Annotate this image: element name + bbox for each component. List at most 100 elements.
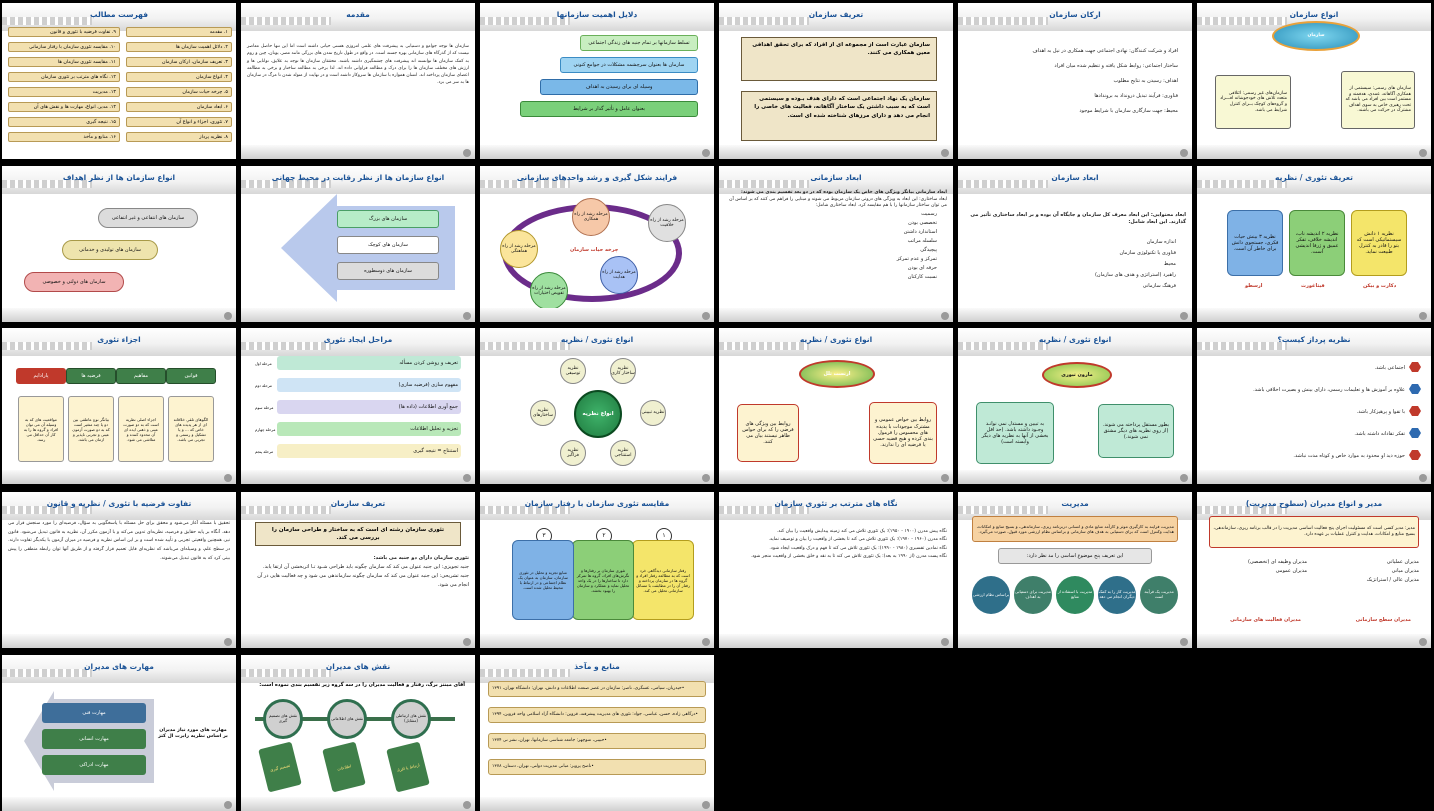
definition-scroll: سازمان عبارت است از مجموعه ای از افراد ک… xyxy=(741,37,937,81)
slide-thumbnail[interactable]: مدیر و انواع مدیران (سطوح مدیریت) مدیر: … xyxy=(1197,492,1431,648)
role-tag: تصمیم گیری xyxy=(258,741,302,793)
slide-thumbnail[interactable]: اجزاء تئوری قوانین مفاهیم فرضیه ها پاراد… xyxy=(2,328,236,484)
comparison-box: منابع تجزیه و تحلیل در تئوری سازمان، ساز… xyxy=(512,540,574,620)
toc-item[interactable]: ۵. چرخه حیات سازمان xyxy=(126,87,232,97)
slide-thumbnail[interactable]: انواع سازمان ها از نظر رقابت در محیط جها… xyxy=(241,166,475,322)
reason-arrow: وسیله ای برای رسیدن به اهداف xyxy=(540,79,698,95)
slide-title: منابع و مآخذ xyxy=(574,662,620,671)
toc-item[interactable]: ۱. مقدمه xyxy=(126,27,232,37)
text-line: ساختار اجتماعی: روابط شکل یافته و تنظیم … xyxy=(1054,63,1178,69)
toc-item[interactable]: ۱۶. منابع و مآخذ xyxy=(8,132,120,142)
satellite-node: نظریه ساختارهای xyxy=(530,400,556,426)
toc-item[interactable]: ۹. تفاوت فرضیه با تئوری و قانون xyxy=(8,27,120,37)
component-box: بیانگر نوع عاطفی بین دو یا چند متغیر است… xyxy=(68,396,114,462)
perspective-item: نگاه پست مدرن (از ۱۹۹۰ به بعد): یک تئوری… xyxy=(750,553,947,559)
slide-thumbnail[interactable]: انواع تئوری / نظریه ارتست ثلل روابط بین … xyxy=(719,328,953,484)
slide-thumbnail[interactable]: مراحل ایجاد تئوری تعریف و روشن کردن مسأل… xyxy=(241,328,475,484)
satellite-node: نظریه ساختار کاری xyxy=(610,358,636,384)
toc-item[interactable]: ۲. دلائل اهمیت سازمان ها xyxy=(126,42,232,52)
toc-item[interactable]: ۷. تئوری، اجزاء و انواع آن xyxy=(126,117,232,127)
toc-item[interactable]: ۶. ابعاد سازمان xyxy=(126,102,232,112)
slide-title: تعریف سازمان xyxy=(330,499,386,508)
slide-thumbnail[interactable]: انواع تئوری / نظریه مارون تیوری به تبیین… xyxy=(958,328,1192,484)
toc-item[interactable]: ۱۴. مدیر، انواع، مهارت ها و نقش های آن xyxy=(8,102,120,112)
aspect-item: جنبه تجویزی: این جنبه عنوان می کند که سا… xyxy=(263,564,469,570)
toc-item[interactable]: ۳. تعریف سازمان، ارکان سازمان xyxy=(126,57,232,67)
principle-circle: براساس نظام ارزشی xyxy=(972,576,1010,614)
slide-thumbnail[interactable]: انواع سازمان سازمان سازمان‌های غیر رسمی:… xyxy=(1197,3,1431,159)
slide-thumbnail[interactable]: نظریه پرداز کیست؟ اجتماعی باشد. علاوه بر… xyxy=(1197,328,1431,484)
stage-circle: مرحله رشد از راه هماهنگی xyxy=(500,230,538,268)
stage-circle: مرحله رشد از راه هدایت xyxy=(600,256,638,294)
toc-item[interactable]: ۱۰. مقایسه تئوری سازمان با رفتار سازمانی xyxy=(8,42,120,52)
text-line: افراد و شرکت کنندگان: نهادی اجتماعی جهت … xyxy=(1032,48,1178,54)
level-label: مدیران فعالیت های سازمانی xyxy=(1230,617,1301,623)
theory-type-box: به تبیین و مستدل نمی نوانـد وجـود داشته … xyxy=(976,402,1054,464)
slide-thumbnail[interactable]: نقش های مدیران آقای مینتز برگ، رفتار و ف… xyxy=(241,655,475,811)
toc-item[interactable]: ۱۱. مقایسه تئوری سازمان ها xyxy=(8,57,120,67)
reason-arrow: سازمان ها بعنوان سرچشمه مشکلات در جوامع … xyxy=(560,57,698,73)
toc-item[interactable]: ۱۳. مدیریت xyxy=(8,87,120,97)
slide-thumbnail[interactable]: مدیریت مدیریت فرایند به کارگیری موثر و ک… xyxy=(958,492,1192,648)
principles-banner: این تعریف پنج موضوع اساسی را مد نظر دارد… xyxy=(998,548,1152,564)
slide-title: اجزاء تئوری xyxy=(97,335,141,344)
slide-thumbnail[interactable]: تعریف سازمان تئوری سازمان رشته ای است که… xyxy=(241,492,475,648)
slide-thumbnail[interactable]: ارکان سازمان افراد و شرکت کنندگان: نهادی… xyxy=(958,3,1192,159)
satellite-node: نظریه استنتاجی xyxy=(610,440,636,466)
principle-circle: مدیریت با استفاده از منابع xyxy=(1056,576,1094,614)
difference-paragraph: تحقیق با مسئله آغاز می‌شود و محقق برای ح… xyxy=(8,521,230,561)
slide-title: دلایل اهمیت سازمانها xyxy=(556,10,638,19)
slide-thumbnail[interactable]: تعریف سازمان سازمان عبارت است از مجموعه … xyxy=(719,3,953,159)
theory-type-box: بطور مستقل پرداخته می شوند. (از روی نظری… xyxy=(1098,404,1174,458)
philosopher-label: فیثاغورث xyxy=(1301,283,1325,289)
slide-thumbnail[interactable]: فرایند شکل گیری و رشد واحدهای سازمانی چر… xyxy=(480,166,714,322)
goal-pill: سازمان های تولیدی و خدماتی xyxy=(62,240,158,260)
slide-thumbnail[interactable]: منابع و مآخذ •حیدریان، سیامی، عسگری، ناص… xyxy=(480,655,714,811)
comparison-box: تئوری سازمان بر رفتارها و نگرش‌های افراد… xyxy=(572,540,634,620)
role-circle: نقش های اطلاعاتی xyxy=(327,699,367,739)
slide-thumbnail[interactable]: ابعاد سازمان ابعاد محتوایی: این ابعاد مع… xyxy=(958,166,1192,322)
step-bar: تجزیه و تحلیل اطلاعات xyxy=(277,422,461,436)
component-box: الگوهای تلقیِ خلاقانه ای از هر پدیده های… xyxy=(168,396,214,462)
slide-title: نظریه پرداز کیست؟ xyxy=(1277,335,1351,344)
skill-bar: مهارت ادراکی xyxy=(42,755,146,775)
informal-org-box: سازمان‌های غیر رسمی: ائتلافی متعدد تلاش … xyxy=(1215,75,1291,129)
slide-thumbnail[interactable]: انواع تئوری / نظریه انواع نظریه نظریه تو… xyxy=(480,328,714,484)
slide-thumbnail[interactable]: فهرست مطالب ۱. مقدمه ۲. دلائل اهمیت سازم… xyxy=(2,3,236,159)
slide-thumbnail[interactable]: مقایسه تئوری سازمان با رفتار سازمان ۱ ۲ … xyxy=(480,492,714,648)
list-item: مدیران عملیاتی xyxy=(1386,559,1419,565)
toc-item[interactable]: ۴. انواع سازمان xyxy=(126,72,232,82)
slide-thumbnail[interactable]: مهارت های مدیران مهارت فنی مهارت انسانی … xyxy=(2,655,236,811)
intro-line: آقای مینتز برگ، رفتار و فعالیت مدیران را… xyxy=(259,682,465,688)
slide-title: مقایسه تئوری سازمان با رفتار سازمان xyxy=(524,499,670,508)
slide-thumbnail[interactable]: دلایل اهمیت سازمانها تسلط سازمانها بر تم… xyxy=(480,3,714,159)
list-item: پیچیدگی xyxy=(920,246,937,253)
slide-title: فهرست مطالب xyxy=(90,10,148,19)
reference-bar: •درگاهی زاده، حسن، عباسی، جواد: تئوری ها… xyxy=(488,707,706,723)
step-bar: مفهوم سازی (فرضیه سازی) xyxy=(277,378,461,392)
slide-title: نقش های مدیران xyxy=(325,662,391,671)
theory-box: نظریه ۱ دانش سیستماتیکی است که بتو را قا… xyxy=(1351,210,1407,276)
slide-thumbnail[interactable]: تعریف تئوری / نظریه نظریه ۱ دانش سیستمات… xyxy=(1197,166,1431,322)
toc-item[interactable]: ۱۲. نگاه های مترتب بر تئوری سازمان xyxy=(8,72,120,82)
list-item: راهبرد (استراتژی و هدف های سازمان) xyxy=(1094,272,1176,278)
theory-box: نظریه ۲ اندیشه ناب، اندیشه خلاقی، تفکر ع… xyxy=(1289,210,1345,276)
slide-title: ارکان سازمان xyxy=(1049,10,1101,19)
list-item: مدیران وظیفه ای (تخصصی) xyxy=(1247,559,1307,565)
skill-bar: مهارت انسانی xyxy=(42,729,146,749)
slide-thumbnail[interactable]: ابعاد سازمانی ابعاد سازمانی بیانگر ویژگی… xyxy=(719,166,953,322)
slide-thumbnail[interactable]: نگاه های مترتب بر تئوری سازمان نگاه پیش … xyxy=(719,492,953,648)
toc-item[interactable]: ۸. نظریه پرداز xyxy=(126,132,232,142)
comparison-box: رفتار سازمانی دیدگاهی خرد است که به مطال… xyxy=(632,540,694,620)
list-item: مدیران عمومی xyxy=(1275,568,1307,574)
slide-title: ابعاد سازمانی xyxy=(810,173,862,182)
toc-item[interactable]: ۱۵. نتیجه گیری xyxy=(8,117,120,127)
list-item: تمرکز و عدم تمرکز xyxy=(896,255,937,262)
text-line: اهداف: رسیدن به نتایج مطلوب xyxy=(1113,78,1178,84)
structural-paragraph: ابعاد ساختاری: این ابعاد به ویژگی های در… xyxy=(729,196,947,209)
slide-thumbnail[interactable]: تفاوت فرضیه با تئوری / نظریه و قانون تحق… xyxy=(2,492,236,648)
list-item: تفکر تقادانه داشته باشد. xyxy=(1354,431,1405,437)
slide-thumbnail[interactable]: مقدمه سازمان ها توجه جوامع و دستیابی به … xyxy=(241,3,475,159)
reference-bar: •ناصح پرویز: مبانی مدیریت دولتی، تهران، … xyxy=(488,759,706,775)
slide-thumbnail[interactable]: انواع سازمان ها از نظر اهداف سازمان های … xyxy=(2,166,236,322)
